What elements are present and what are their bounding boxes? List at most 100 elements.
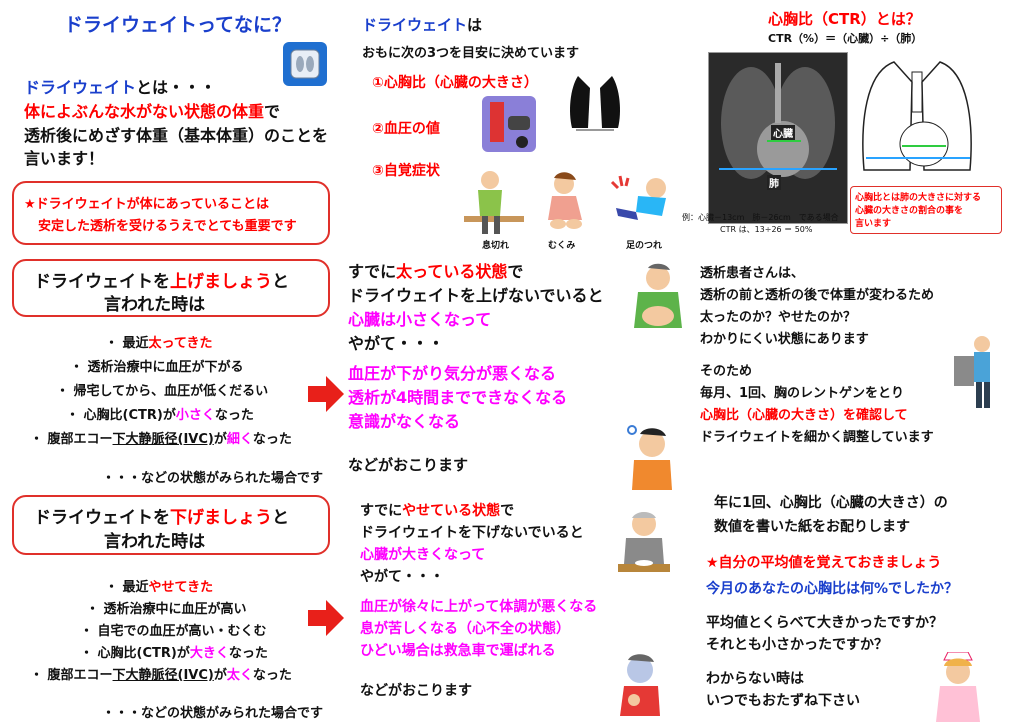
overweight-man-illustration: [626, 262, 686, 332]
raise-bullet-1: ・ 最近太ってきた: [105, 332, 213, 351]
info-p3-line-2: 数値を書いた紙をお配りします: [714, 519, 910, 535]
info-p2-line-3: 心胸比（心臓の大きさ）を確認して: [700, 408, 908, 423]
raise-bullet-4-emphasis: 小さく: [175, 408, 215, 423]
lower-effect-l1-emphasis: やせている状態: [402, 503, 501, 519]
monthly-ctr-question: 今月のあなたの心胸比は何%でしたか？: [706, 581, 959, 597]
raise-heading-emphasis: 上げましょう: [170, 272, 272, 292]
importance-line-2: 安定した透析を受けるうえでとても重要です: [38, 219, 297, 234]
breathless-person-illustration: [460, 166, 528, 236]
elderly-man-eating-illustration: [614, 508, 674, 580]
raise-heading-line-1: ドライウェイトを上げましょうと: [34, 267, 289, 292]
lower-effect-result-2: 息が苦しくなる（心不全の状態）: [360, 621, 570, 637]
lower-effect-result-3: ひどい場合は救急車で運ばれる: [360, 643, 556, 659]
lower-effect-l1-post: で: [500, 503, 515, 519]
right-arrow-icon: [306, 374, 346, 418]
criteria-heading: ドライウェイトは: [362, 14, 482, 35]
definition-emphasis: 体によぶんな水がない状態の体重: [24, 102, 265, 121]
raise-bullet-5-underline: 下大静脈径(IVC): [112, 432, 214, 447]
breath-caption: 息切れ: [482, 241, 510, 251]
ctr-title: 心胸比（CTR）とは？: [768, 10, 921, 28]
raise-bullet-1-text: ・ 最近: [105, 336, 149, 351]
criteria-term: ドライウェイト: [362, 16, 468, 34]
lower-effect-l3-emphasis: 心臓: [360, 547, 388, 563]
info-p2-line-1: そのため: [700, 364, 753, 379]
importance-box: ★ドライウェイトが体にあっていることは 安定した透析を受けるうえでとても重要です: [12, 181, 330, 245]
lower-heading-c: と: [272, 508, 289, 528]
lower-bullet-5-emphasis: 太く: [226, 668, 253, 683]
raise-bullet-3: ・ 帰宅してから、血圧が低くだるい: [56, 384, 269, 399]
definition-line-2: 透析後にめざす体重（基本体重）のことを: [24, 126, 329, 145]
xray-heart-label: 心臓: [771, 125, 795, 140]
raise-effect-result-2: 透析が4時間までできなくなる: [348, 388, 568, 407]
lower-bullet-3: ・ 自宅での血圧が高い・むくむ: [80, 624, 267, 639]
raise-footer: ・・・などの状態がみられた場合です: [102, 471, 324, 486]
blood-pressure-monitor: [482, 96, 536, 152]
raise-effect-l1-post: で: [507, 262, 524, 281]
definition-suffix: とは・・・: [136, 78, 217, 97]
importance-line-1: ★ドライウェイトが体にあっていることは: [24, 197, 270, 212]
raise-effect-line-3: 心臓は小さくなって: [348, 306, 491, 330]
raise-bullet-2: ・ 透析治療中に血圧が下がる: [70, 360, 244, 375]
lung-diagram: [854, 52, 980, 176]
ctr-note-2: 心臓の大きさの割合の事を: [855, 206, 964, 216]
page-title: ドライウェイトってなに？: [64, 14, 292, 36]
lower-bullet-5-underline: 下大静脈径(IVC): [112, 668, 214, 683]
raise-bullet-5-suffix: なった: [252, 432, 292, 447]
raise-bullet-1-emphasis: 太ってきた: [148, 336, 213, 351]
raise-heading-line-2: 言われた時は: [104, 295, 206, 315]
lower-heading-emphasis: 下げましょう: [170, 508, 272, 528]
xray-example-1: 例：心臓－13cm 肺－26cm である場合: [682, 213, 839, 222]
raise-bullet-5-mid: が: [213, 432, 227, 447]
swelling-caption: むくみ: [548, 241, 576, 251]
lower-effect-line-4: やがて・・・: [360, 569, 444, 585]
lower-bullet-5-suffix: なった: [252, 668, 292, 683]
dizzy-man-illustration: [622, 424, 682, 492]
lower-bullet-4-suffix: なった: [228, 646, 268, 661]
raise-bullet-5-emphasis: 細く: [226, 432, 253, 447]
raise-effect-line-1: すでに太っている状態で: [348, 258, 523, 282]
leg-cramp-illustration: [608, 168, 680, 234]
scale-icon: [283, 42, 327, 86]
info-p1-line-2: 透析の前と透析の後で体重が変わるため: [700, 288, 935, 303]
right-arrow-icon: [306, 598, 346, 642]
ctr-formula: CTR（%）＝（心臓）÷（肺）: [768, 32, 923, 45]
definition-heading: ドライウェイトとは・・・: [24, 74, 216, 98]
criteria-item-3: ③自覚症状: [372, 163, 440, 179]
compare-line-2: それとも小さかったですか？: [706, 637, 888, 653]
lower-effect-end: などがおこります: [360, 683, 472, 699]
criteria-item-2: ②血圧の値: [372, 121, 440, 137]
raise-effect-line-2: ドライウェイトを上げないでいると: [348, 286, 604, 305]
lower-bullet-5-text: ・ 腹部エコー: [30, 668, 113, 683]
lower-heading-line-2: 言われた時は: [104, 532, 206, 552]
radiographer-illustration: [952, 334, 996, 410]
definition-line-1: 体によぶんな水がない状態の体重で: [24, 98, 280, 122]
raise-effect-result-3: 意識がなくなる: [348, 412, 461, 431]
nurse-illustration: [928, 651, 988, 722]
lower-bullet-1: ・ 最近やせてきた: [105, 576, 213, 595]
lower-effect-line-2: ドライウェイトを下げないでいると: [360, 525, 584, 541]
chest-xray-image: 心臓 肺: [708, 52, 848, 224]
ask-line-2: いつでもおたずね下さい: [706, 693, 860, 709]
raise-effect-l1-pre: すでに: [348, 262, 397, 281]
criteria-subheading: おもに次の3つを目安に決めています: [362, 46, 580, 61]
raise-bullet-5: ・ 腹部エコー下大静脈径(IVC)が細くなった: [30, 428, 292, 447]
info-p1-line-1: 透析患者さんは、: [700, 266, 805, 281]
raise-effect-l3-post: は小さくなって: [380, 310, 492, 329]
info-p1-line-4: わかりにくい状態にあります: [700, 332, 869, 347]
definition-line-3: 言います！: [24, 149, 105, 168]
swelling-person-illustration: [538, 170, 596, 230]
raise-effect-l3-emphasis: 心臓: [348, 310, 381, 329]
xray-lung-label: 肺: [767, 175, 781, 190]
lower-bullet-1-text: ・ 最近: [105, 580, 149, 595]
lower-bullet-5: ・ 腹部エコー下大静脈径(IVC)が太くなった: [30, 664, 292, 683]
criteria-item-1: ①心胸比（心臓の大きさ）: [372, 75, 538, 91]
cramp-caption: 足のつれ: [626, 241, 663, 251]
raise-effect-end: などがおこります: [348, 456, 469, 474]
lower-bullet-4-emphasis: 大きく: [189, 646, 229, 661]
ask-line-1: わからない時は: [706, 671, 804, 687]
ctr-note-3: 言います: [855, 219, 892, 229]
raise-bullet-4-text: ・ 心胸比(CTR)が: [66, 408, 176, 423]
lower-bullet-4: ・ 心胸比(CTR)が大きくなった: [80, 642, 268, 661]
raise-heading-box: ドライウェイトを上げましょうと 言われた時は: [12, 259, 330, 317]
definition-line-1-suffix: で: [264, 102, 281, 121]
